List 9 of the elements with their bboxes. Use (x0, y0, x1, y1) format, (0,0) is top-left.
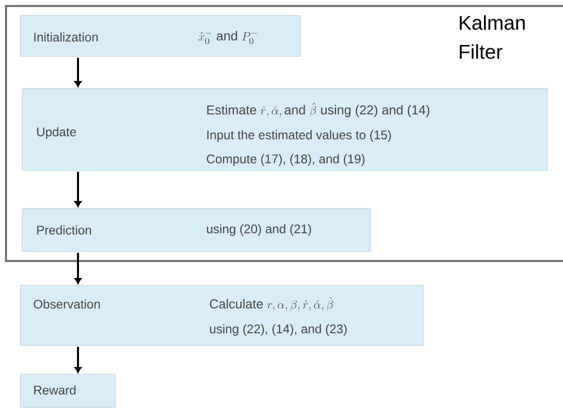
arrow (74, 252, 82, 284)
step-box: Prediction using (20) and (21) (22, 208, 371, 252)
step-box: Update $\text{Estimate } \hat{r}, \hat{\alpha}, \text{and } \hat{\beta} \text{ using (22) and (14)}$ Input the estimated values to (15) Compute (17), (18), and (19) (22, 88, 548, 171)
step-box: Observation $\text{Calculate } r, \alpha, \beta, \dot{r}, \dot{\alpha}, \dot{\beta}$ using (22), (14), and (23) (20, 285, 424, 346)
step-box: Reward (20, 374, 116, 408)
arrow (74, 346, 82, 373)
step-box: Initialization $\hat{x}_0^- \text{ and } P_0^-$ (20, 15, 301, 57)
arrow (74, 58, 82, 87)
arrow (74, 172, 82, 207)
